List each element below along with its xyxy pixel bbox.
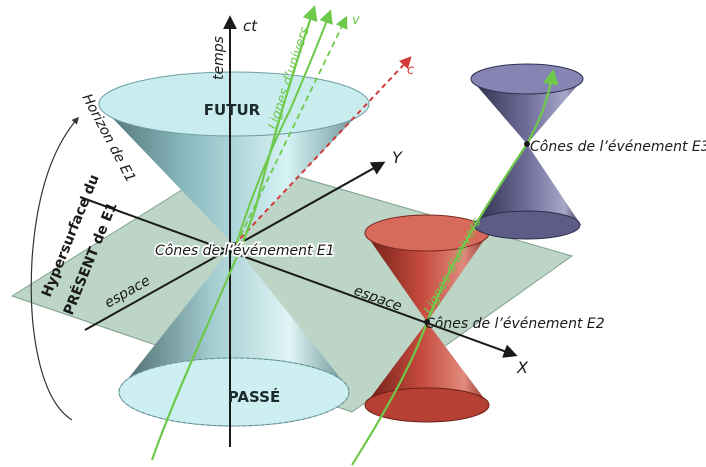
futur-label: FUTUR [204,101,261,119]
ct-label: ct [243,17,258,35]
cones-e3-label: Cônes de l’événement E3 [530,139,706,155]
v-label: v [352,13,360,28]
cones-e2-label: Cônes de l’événement E2 [425,316,605,332]
cones-e1-label-fill: Cônes de l’événement E1 [155,243,335,259]
passe-label: PASSÉ [228,387,280,406]
x-axis-label: X [516,358,529,377]
c-label: c [407,63,414,78]
temps-label: temps [211,36,227,80]
y-axis-label: Y [392,148,403,167]
